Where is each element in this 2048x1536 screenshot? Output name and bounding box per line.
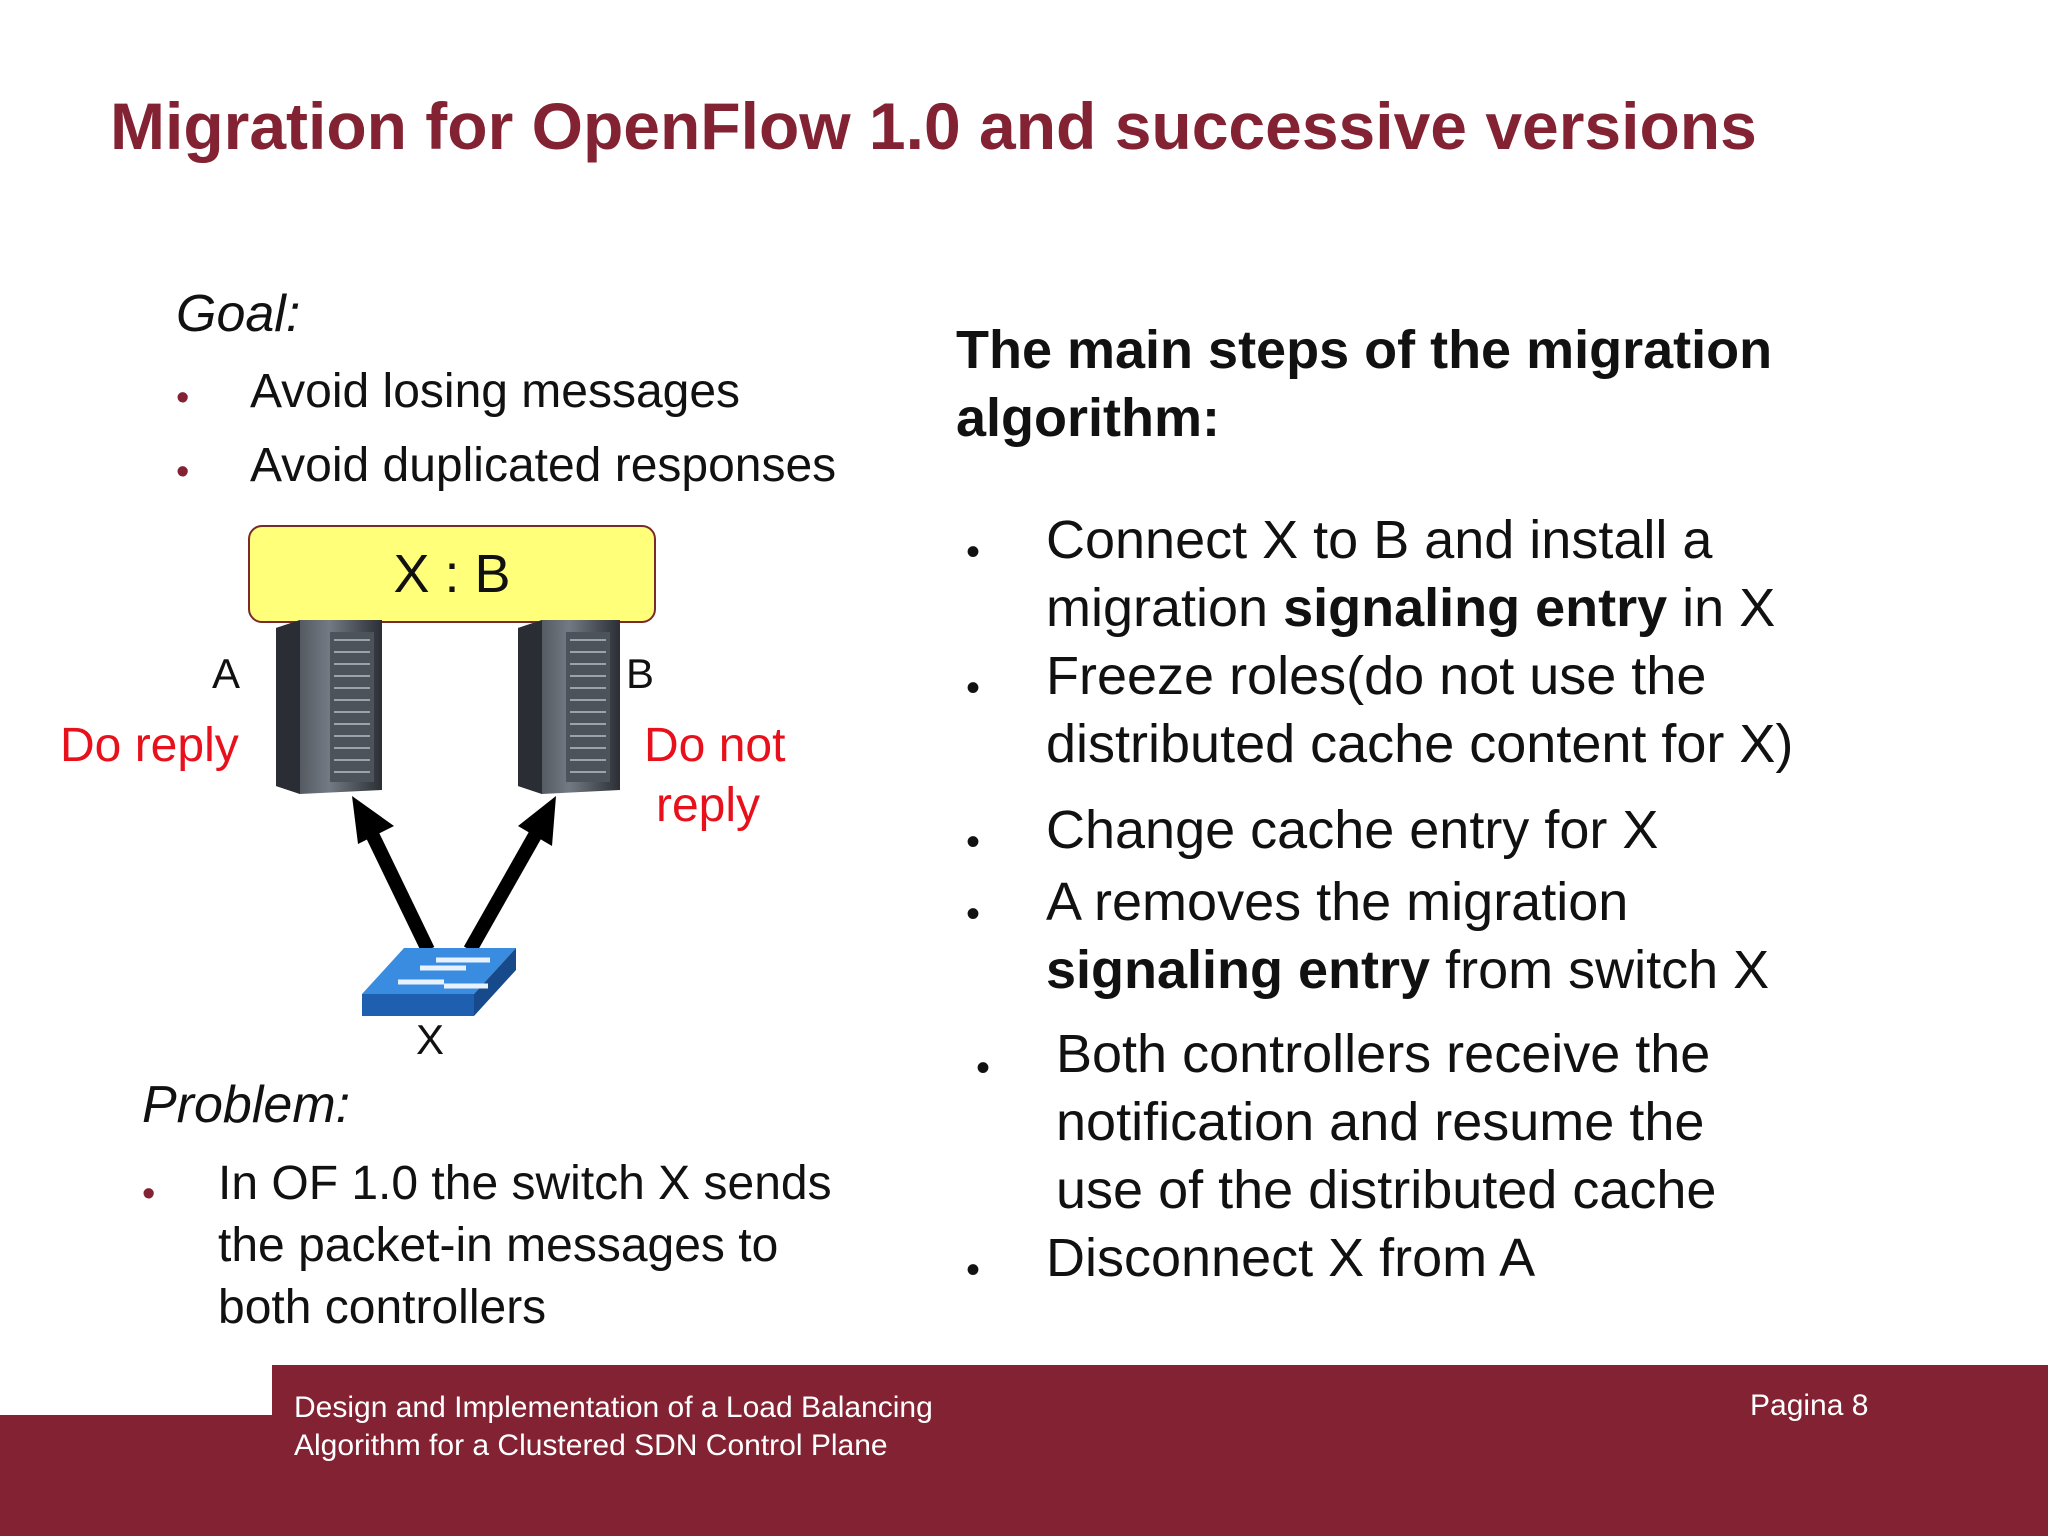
reply-b-label-line1: Do not: [644, 719, 786, 772]
problem-line: both controllers: [218, 1281, 547, 1334]
goal-heading: Goal:: [176, 285, 301, 343]
problem-line: the packet-in messages to: [218, 1219, 779, 1272]
server-a-label: A: [212, 650, 241, 697]
server-tower-icon: [276, 620, 382, 794]
footer-bar-tab: [272, 1365, 2048, 1417]
footer-bar: [0, 1415, 2048, 1536]
problem-line: In OF 1.0 the switch X sends: [218, 1157, 832, 1210]
page-number: Pagina 8: [1750, 1389, 1869, 1422]
server-b-label: B: [626, 650, 655, 697]
switch-label: X: [416, 1016, 445, 1063]
network-switch-icon: [362, 948, 516, 1016]
footer-presentation-title: Design and Implementation of a Load Bala…: [294, 1391, 933, 1462]
arrow-up-icon: [352, 796, 435, 954]
reply-a-label: Do reply: [60, 719, 239, 772]
arrow-up-icon: [463, 796, 556, 954]
slide-title: Migration for OpenFlow 1.0 and successiv…: [110, 89, 1757, 163]
reply-b-label-line2: reply: [656, 779, 761, 832]
server-tower-icon: [518, 620, 620, 794]
controller-assignment-box: X : B: [248, 525, 656, 623]
steps-heading: The main steps of the migration algorith…: [956, 320, 1773, 448]
problem-heading: Problem:: [142, 1076, 351, 1134]
